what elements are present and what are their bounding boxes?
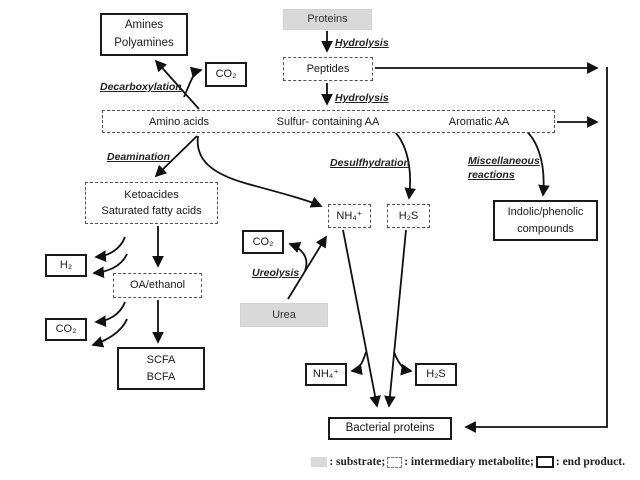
- legend-end-product-label: : end product.: [555, 456, 625, 468]
- box-nh4-intermediate: NH₄⁺: [328, 204, 371, 228]
- co2-mid-label: CO₂: [252, 235, 274, 248]
- miscellaneous-line1: Miscellaneous: [468, 155, 540, 167]
- label-hydrolysis-2: Hydrolysis: [335, 92, 389, 104]
- box-indolic-phenolic: Indolic/phenolic compounds: [493, 200, 598, 241]
- amino-acids-label: Amino acids: [149, 115, 209, 128]
- legend-intermediary-swatch: [387, 456, 403, 468]
- arrow-branch-co2-1: [94, 301, 126, 327]
- arrow-branch-nh4-end: [350, 351, 367, 376]
- box-peptides: Peptides: [283, 57, 373, 81]
- scfa-line2: BCFA: [146, 370, 176, 383]
- ketoacids-line2: Saturated fatty acids: [101, 205, 202, 217]
- ketoacids-line1: Ketoacides: [124, 188, 179, 201]
- amines-line2: Polyamines: [114, 36, 174, 49]
- box-scfa-bcfa: SCFA BCFA: [117, 347, 205, 390]
- legend-substrate-swatch: [311, 457, 328, 467]
- h2-label: H₂: [59, 259, 73, 272]
- box-nh4-end: NH₄⁺: [305, 363, 347, 386]
- box-urea: Urea: [240, 303, 328, 327]
- nh4-mid-label: NH₄⁺: [336, 209, 363, 222]
- box-amino-acid-row: Amino acids Sulfur- containing AA Aromat…: [102, 110, 555, 133]
- h2s-mid-label: H₂S: [398, 209, 419, 222]
- box-h2s-intermediate: H₂S: [387, 204, 430, 228]
- label-deamination: Deamination: [107, 151, 171, 163]
- box-proteins: Proteins: [283, 9, 372, 30]
- indolic-line1: Indolic/phenolic: [507, 206, 584, 218]
- aromatic-aa-label: Aromatic AA: [448, 115, 510, 128]
- box-h2: H₂: [45, 254, 87, 277]
- arrow-decarboxylation-co2: [183, 66, 203, 98]
- arrow-branch-h2-1: [94, 236, 126, 262]
- arrow-branch-h2s-end: [393, 351, 413, 376]
- sulfur-aa-label: Sulfur- containing AA: [276, 115, 380, 128]
- box-amines-polyamines: Amines Polyamines: [100, 13, 188, 56]
- box-h2s-end: H₂S: [415, 363, 457, 386]
- label-hydrolysis-1: Hydrolysis: [335, 37, 389, 49]
- label-miscellaneous-reactions: Miscellaneous reactions: [468, 154, 540, 182]
- scfa-line1: SCFA: [146, 354, 176, 366]
- box-co2-top: CO₂: [205, 62, 247, 87]
- arrow-branch-co2-2: [91, 318, 128, 348]
- h2s-end-label: H₂S: [426, 368, 446, 381]
- legend-intermediary-label: : intermediary metabolite;: [404, 456, 534, 468]
- peptides-label: Peptides: [306, 62, 350, 75]
- miscellaneous-line2: reactions: [468, 169, 515, 182]
- bacterial-proteins-label: Bacterial proteins: [345, 421, 435, 434]
- box-co2-mid: CO₂: [242, 230, 284, 254]
- co2-left-label: CO₂: [55, 323, 77, 336]
- label-decarboxylation: Decarboxylation: [100, 81, 182, 93]
- box-bacterial-proteins: Bacterial proteins: [328, 417, 452, 440]
- urea-label: Urea: [272, 308, 296, 321]
- label-ureolysis: Ureolysis: [252, 267, 300, 279]
- amines-line1: Amines: [124, 19, 164, 32]
- label-desulfhydration: Desulfhydration: [330, 157, 410, 169]
- arrow-branch-h2-2: [92, 253, 128, 279]
- nh4-end-label: NH₄⁺: [312, 368, 340, 381]
- box-oa-ethanol: OA/ethanol: [113, 273, 202, 298]
- legend-end-product-swatch: [535, 456, 554, 468]
- box-ketoacids: Ketoacides Saturated fatty acids: [85, 182, 218, 224]
- arrow-h2s-bacterial: [384, 229, 407, 408]
- indolic-line2: compounds: [517, 222, 574, 235]
- legend-substrate-label: : substrate;: [329, 456, 386, 468]
- arrow-nh4-bacterial: [342, 229, 381, 408]
- legend: : substrate; : intermediary metabolite; …: [311, 456, 627, 468]
- box-co2-left: CO₂: [45, 318, 87, 341]
- co2-top-label: CO₂: [215, 68, 237, 81]
- oa-ethanol-label: OA/ethanol: [129, 279, 186, 292]
- proteins-label: Proteins: [307, 13, 348, 26]
